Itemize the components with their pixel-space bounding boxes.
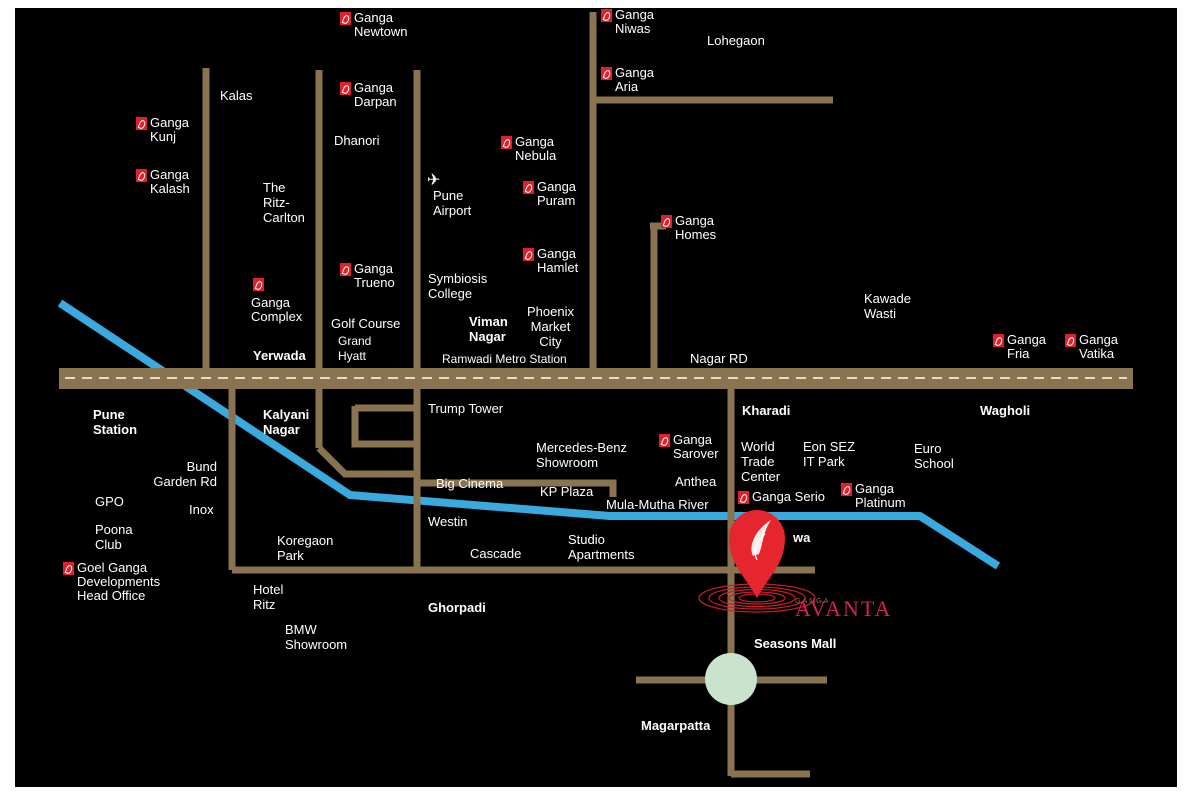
label-nagar-rd: Nagar RD	[690, 351, 748, 366]
label-pune-airport: Pune Airport	[433, 188, 472, 218]
label-golf-course: Golf Course	[331, 316, 401, 331]
goel-ganga-logo-icon	[1065, 334, 1076, 347]
label-kawade-wasti: Kawade Wasti	[864, 291, 911, 321]
mula-mutha-river-line	[57, 299, 1001, 570]
project-ganga-complex[interactable]: Ganga Complex	[251, 278, 302, 324]
label-gpo: GPO	[95, 494, 124, 509]
goel-ganga-logo-icon	[601, 67, 612, 80]
goel-ganga-logo-icon	[63, 562, 74, 575]
map-pin-icon	[729, 510, 785, 598]
label-magarpatta: Magarpatta	[641, 718, 711, 733]
label-mula-mutha-river: Mula-Mutha River	[606, 497, 709, 512]
project-ganga-serio[interactable]: Ganga Serio	[738, 490, 825, 504]
label-wagholi: Wagholi	[980, 403, 1031, 418]
label-wawa: wa	[793, 530, 811, 545]
project-ganga-kalash[interactable]: Ganga Kalash	[136, 168, 190, 196]
label-mercedes-benz-showroom: Mercedes-Benz Showroom	[536, 440, 628, 470]
project-ganga-aria[interactable]: Ganga Aria	[601, 66, 654, 94]
goel-ganga-logo-icon	[501, 136, 512, 149]
label-eon-sez-it-park: Eon SEZ IT Park	[803, 439, 856, 469]
goel-ganga-logo-icon	[601, 9, 612, 22]
goel-ganga-logo-icon	[340, 12, 351, 25]
label-cascade: Cascade	[470, 546, 522, 561]
label-yerwada: Yerwada	[253, 348, 306, 363]
goel-ganga-logo-icon	[841, 483, 852, 496]
project-ganga-fria[interactable]: Ganga Fria	[993, 333, 1046, 361]
project-ganga-darpan[interactable]: Ganga Darpan	[340, 81, 397, 109]
label-kp-plaza: KP Plaza	[540, 484, 594, 499]
label-big-cinema: Big Cinema	[436, 476, 504, 491]
project-ganga-hamlet[interactable]: Ganga Hamlet	[523, 247, 578, 275]
label-viman-nagar: Viman Nagar	[469, 314, 508, 344]
label-pune-station: Pune Station	[93, 407, 138, 437]
label-poona-club: Poona Club	[95, 522, 133, 552]
label-euro-school: Euro School	[914, 441, 954, 471]
label-kharadi: Kharadi	[742, 403, 791, 418]
project-ganga-platinum[interactable]: Ganga Platinum	[841, 482, 906, 510]
goel-ganga-logo-icon	[253, 278, 264, 291]
goel-ganga-logo-icon	[136, 117, 147, 130]
label-anthea: Anthea	[675, 474, 717, 489]
label-grand-hyatt: Grand Hyatt	[338, 334, 372, 363]
avanta-project-name[interactable]: AVANTA	[795, 596, 893, 621]
label-ramwadi-metro-station: Ramwadi Metro Station	[442, 352, 567, 366]
goel-ganga-logo-icon	[340, 82, 351, 95]
project-ganga-sarover[interactable]: Ganga Sarover	[659, 433, 719, 461]
road-network	[57, 12, 1133, 778]
project-ganga-puram[interactable]: Ganga Puram	[523, 180, 576, 208]
magarpatta-roundabout	[705, 653, 757, 705]
label-hotel-ritz: Hotel Ritz	[253, 582, 284, 612]
label-dhanori: Dhanori	[334, 133, 380, 148]
goel-ganga-head-office[interactable]: Goel Ganga Developments Head Office	[63, 561, 160, 603]
project-ganga-homes[interactable]: Ganga Homes	[661, 214, 716, 242]
goel-ganga-logo-icon	[659, 434, 670, 447]
label-seasons-mall: Seasons Mall	[754, 636, 837, 651]
roads	[202, 12, 833, 778]
label-koregaon-park: Koregaon Park	[277, 533, 334, 563]
label-symbiosis-college: Symbiosis College	[428, 271, 488, 301]
label-westin: Westin	[428, 514, 468, 529]
label-bund-garden-rd: Bund Garden Rd	[153, 459, 217, 489]
project-ganga-kunj[interactable]: Ganga Kunj	[136, 116, 189, 144]
airplane-icon: ✈	[427, 172, 441, 189]
goel-ganga-logo-icon	[523, 181, 534, 194]
label-phoenix-market-city: Phoenix Market City	[527, 304, 574, 349]
goel-ganga-logo-icon	[136, 169, 147, 182]
label-inox: Inox	[189, 502, 214, 517]
label-ghorpadi: Ghorpadi	[428, 600, 486, 615]
label-lohegaon: Lohegaon	[707, 33, 765, 48]
label-trump-tower: Trump Tower	[428, 401, 504, 416]
label-world-trade-center: World Trade Center	[741, 439, 781, 484]
label-kalyani-nagar: Kalyani Nagar	[263, 407, 310, 437]
label-bmw-showroom: BMW Showroom	[285, 622, 348, 652]
location-map[interactable]: ✈ Ganga Newtown Ganga Niwas Ganga Darpan…	[15, 8, 1177, 787]
project-ganga-vatika[interactable]: Ganga Vatika	[1065, 333, 1118, 361]
project-ganga-trueno[interactable]: Ganga Trueno	[340, 262, 395, 290]
label-kalas: Kalas	[220, 88, 253, 103]
goel-ganga-logo-icon	[661, 215, 672, 228]
goel-ganga-logo-icon	[738, 491, 749, 504]
project-ganga-niwas[interactable]: Ganga Niwas	[601, 8, 654, 36]
label-studio-apartments: Studio Apartments	[568, 532, 635, 562]
label-ritz-carlton: The Ritz- Carlton	[263, 180, 305, 225]
goel-ganga-logo-icon	[993, 334, 1004, 347]
project-ganga-nebula[interactable]: Ganga Nebula	[501, 135, 556, 163]
goel-ganga-logo-icon	[523, 248, 534, 261]
goel-ganga-logo-icon	[340, 263, 351, 276]
avanta-brand-label: GANGA	[795, 598, 831, 605]
project-ganga-newtown[interactable]: Ganga Newtown	[340, 11, 407, 39]
